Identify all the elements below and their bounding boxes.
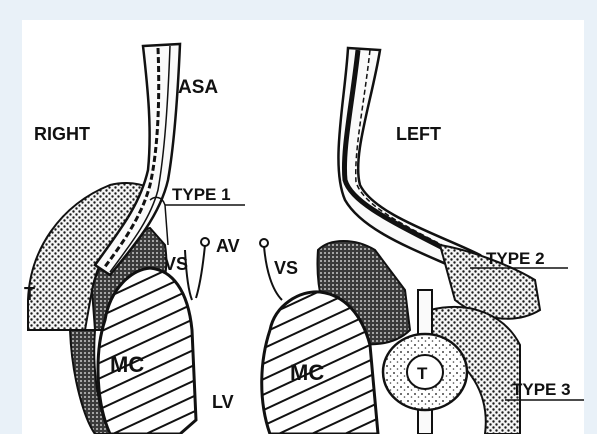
label-lv: LV	[212, 392, 234, 412]
label-vs-right-panel: VS	[274, 258, 298, 278]
left-ascending-aorta	[338, 48, 480, 275]
label-type2: TYPE 2	[486, 249, 545, 268]
right-av-node	[201, 238, 209, 246]
label-t-circle: T	[417, 364, 428, 383]
label-type1: TYPE 1	[172, 185, 231, 204]
label-left: LEFT	[396, 124, 441, 144]
label-t-edge: T	[24, 284, 35, 304]
left-vs-node	[260, 239, 268, 247]
label-type3: TYPE 3	[512, 380, 571, 399]
label-asa: ASA	[178, 77, 218, 98]
label-mc-left-panel: MC	[110, 352, 144, 377]
anatomy-diagram: ASA RIGHT LEFT TYPE 1 TYPE 2 TYPE 3 AV V…	[22, 20, 584, 434]
label-vs-left-panel: VS	[164, 254, 188, 274]
right-av-stem	[196, 245, 205, 298]
figure-canvas: ASA RIGHT LEFT TYPE 1 TYPE 2 TYPE 3 AV V…	[22, 20, 584, 434]
label-av: AV	[216, 236, 240, 256]
label-mc-right-panel: MC	[290, 360, 324, 385]
label-right: RIGHT	[34, 124, 90, 144]
